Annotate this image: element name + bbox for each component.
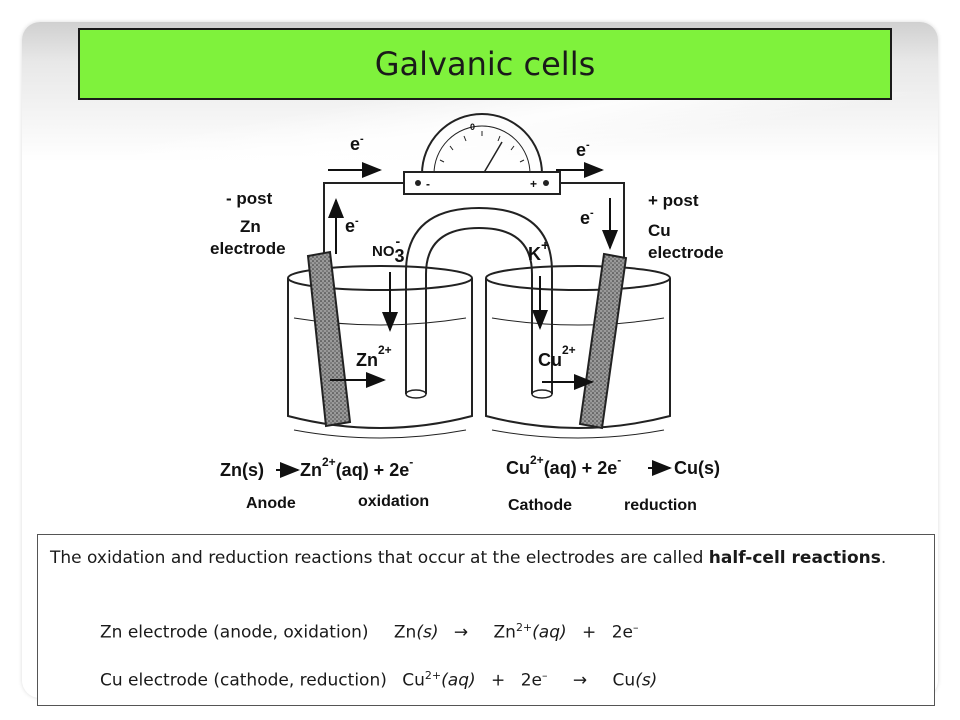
cu-electrode-name: Cu [648, 221, 671, 240]
eq2-right-state: (s) [635, 670, 658, 691]
para-start: The oxidation and reduction reactions th… [50, 548, 709, 568]
explanation-box: The oxidation and reduction reactions th… [37, 534, 935, 706]
electron-label-left: e- [345, 215, 359, 236]
cu-half-reaction: Cu electrode (cathode, reduction) Cu2+(a… [100, 669, 657, 691]
plus-post-label: + post [648, 191, 699, 210]
salt-bridge-plug-left [405, 389, 427, 399]
cu-electrode-word: electrode [648, 243, 724, 262]
eq2-electron-sup: – [541, 669, 548, 682]
anode-eq-left: Zn(s) [220, 460, 264, 480]
cathode-eq-right: Cu(s) [674, 458, 720, 478]
meter-plus-label: + [530, 177, 537, 191]
zn-ion-label: Zn2+ [356, 343, 392, 370]
eq1-arrow: → [453, 622, 469, 643]
eq1-right-base: Zn [493, 622, 516, 643]
cathode-label: Cathode [508, 497, 572, 514]
beaker-right-liquid [491, 317, 665, 326]
oxidation-label: oxidation [358, 493, 429, 510]
beaker-right-body [485, 278, 671, 429]
eq2-right: Cu [612, 670, 636, 691]
eq2-left-sup: 2+ [424, 669, 442, 682]
cathode-eq-left: Cu2+(aq) + 2e- [506, 453, 621, 478]
reduction-label: reduction [624, 497, 697, 514]
eq2-plus: + [491, 670, 506, 691]
anode-equation: Zn(s) Zn2+(aq) + 2e- [220, 455, 413, 480]
beaker-right [485, 265, 671, 439]
beaker-right-rim [485, 265, 671, 291]
zn-electrode-word: electrode [210, 239, 286, 258]
wire-left [323, 182, 404, 264]
eq1-left: Zn [393, 622, 417, 643]
voltmeter-zero: 0 [470, 122, 475, 132]
salt-bridge-outer [405, 206, 553, 394]
zn-electrode-name: Zn [240, 217, 261, 236]
eq2-left-state: (aq) [441, 670, 476, 691]
para-end: . [880, 548, 887, 568]
half-cell-term: half-cell reactions [708, 548, 881, 568]
eq1-label: Zn electrode (anode, oxidation) [100, 622, 369, 643]
cu-electrode [578, 252, 628, 430]
eq1-right-state: (aq) [532, 622, 567, 643]
voltmeter-terminal-plus [543, 180, 549, 186]
voltmeter-ticks [439, 131, 525, 163]
voltmeter: 0 - + [403, 113, 561, 195]
beaker-left-base [293, 429, 467, 439]
potassium-ion-label: K+ [528, 237, 549, 264]
wire-right [560, 182, 625, 264]
eq2-left-base: Cu [402, 670, 425, 691]
zn-half-reaction: Zn electrode (anode, oxidation) Zn(s) → … [100, 621, 638, 643]
anode-eq-right: Zn2+(aq) + 2e- [300, 455, 413, 480]
eq1-electrons: 2e [611, 622, 633, 643]
salt-bridge [405, 206, 553, 399]
eq2-arrow: → [572, 670, 588, 691]
minus-post-label: - post [226, 189, 273, 208]
voltmeter-terminal-minus [415, 180, 421, 186]
voltmeter-needle [481, 141, 503, 177]
title-banner: Galvanic cells [78, 28, 892, 100]
galvanic-cell-diagram: 0 - + e- e- e- e- - post Zn electrode + … [200, 104, 760, 524]
explanation-paragraph: The oxidation and reduction reactions th… [50, 543, 920, 573]
anode-label: Anode [246, 495, 296, 512]
electron-label-right: e- [580, 207, 594, 228]
nitrate-ion-label: NO3- [372, 233, 405, 266]
electron-label-top-left: e- [350, 133, 364, 154]
external-wire [323, 182, 625, 264]
beaker-right-base [491, 429, 665, 439]
zn-electrode [306, 250, 352, 428]
eq1-right-sup: 2+ [515, 621, 533, 634]
eq1-plus: + [582, 622, 597, 643]
cathode-equation: Cu2+(aq) + 2e- Cu(s) [506, 453, 720, 478]
cu-ion-label: Cu2+ [538, 343, 576, 370]
meter-minus-label: - [426, 177, 430, 191]
page-title: Galvanic cells [374, 45, 596, 83]
salt-bridge-plug-right [531, 389, 553, 399]
salt-bridge-inner [425, 226, 533, 394]
voltmeter-scale [433, 125, 531, 175]
beaker-left-body [287, 278, 473, 429]
eq2-label: Cu electrode (cathode, reduction) [100, 670, 387, 691]
galvanic-cell-svg: 0 - + e- e- e- e- - post Zn electrode + … [210, 113, 724, 514]
eq1-left-state: (s) [416, 622, 439, 643]
eq2-electrons: 2e [520, 670, 542, 691]
eq1-electron-sup: – [632, 621, 639, 634]
electron-label-top-right: e- [576, 139, 590, 160]
voltmeter-dial [421, 113, 543, 175]
